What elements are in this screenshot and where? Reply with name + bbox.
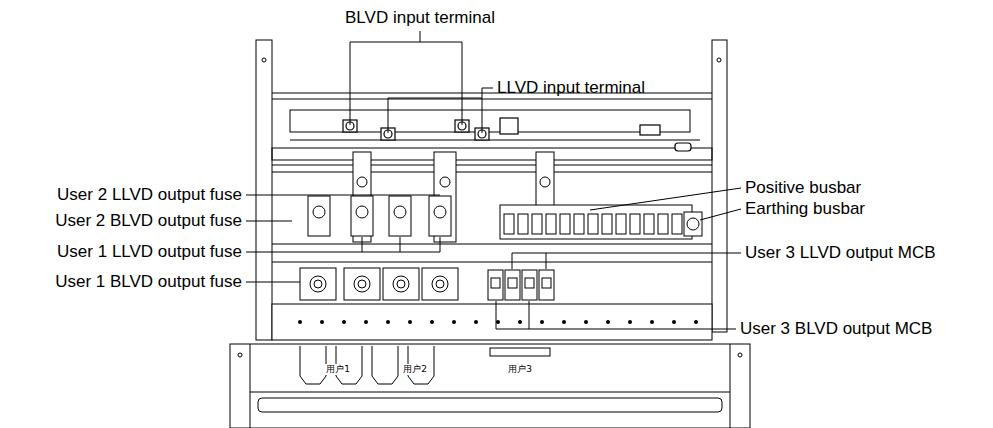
callout-label: BLVD input terminal bbox=[345, 8, 495, 28]
callout-label: Positive busbar bbox=[745, 178, 861, 198]
panel-marking: 用户2 bbox=[402, 364, 428, 375]
callout-label: LLVD input terminal bbox=[497, 78, 645, 98]
callout-label: User 3 LLVD output MCB bbox=[745, 243, 936, 263]
panel-marking: 用户3 bbox=[507, 364, 533, 375]
panel-marking: 用户1 bbox=[325, 364, 351, 375]
callout-label: User 1 BLVD output fuse bbox=[55, 272, 242, 292]
callout-label: User 1 LLVD output fuse bbox=[57, 242, 242, 262]
callout-label: Earthing busbar bbox=[745, 199, 865, 219]
callout-label: User 3 BLVD output MCB bbox=[740, 319, 932, 339]
callout-label: User 2 LLVD output fuse bbox=[57, 185, 242, 205]
callout-label: User 2 BLVD output fuse bbox=[55, 211, 242, 231]
